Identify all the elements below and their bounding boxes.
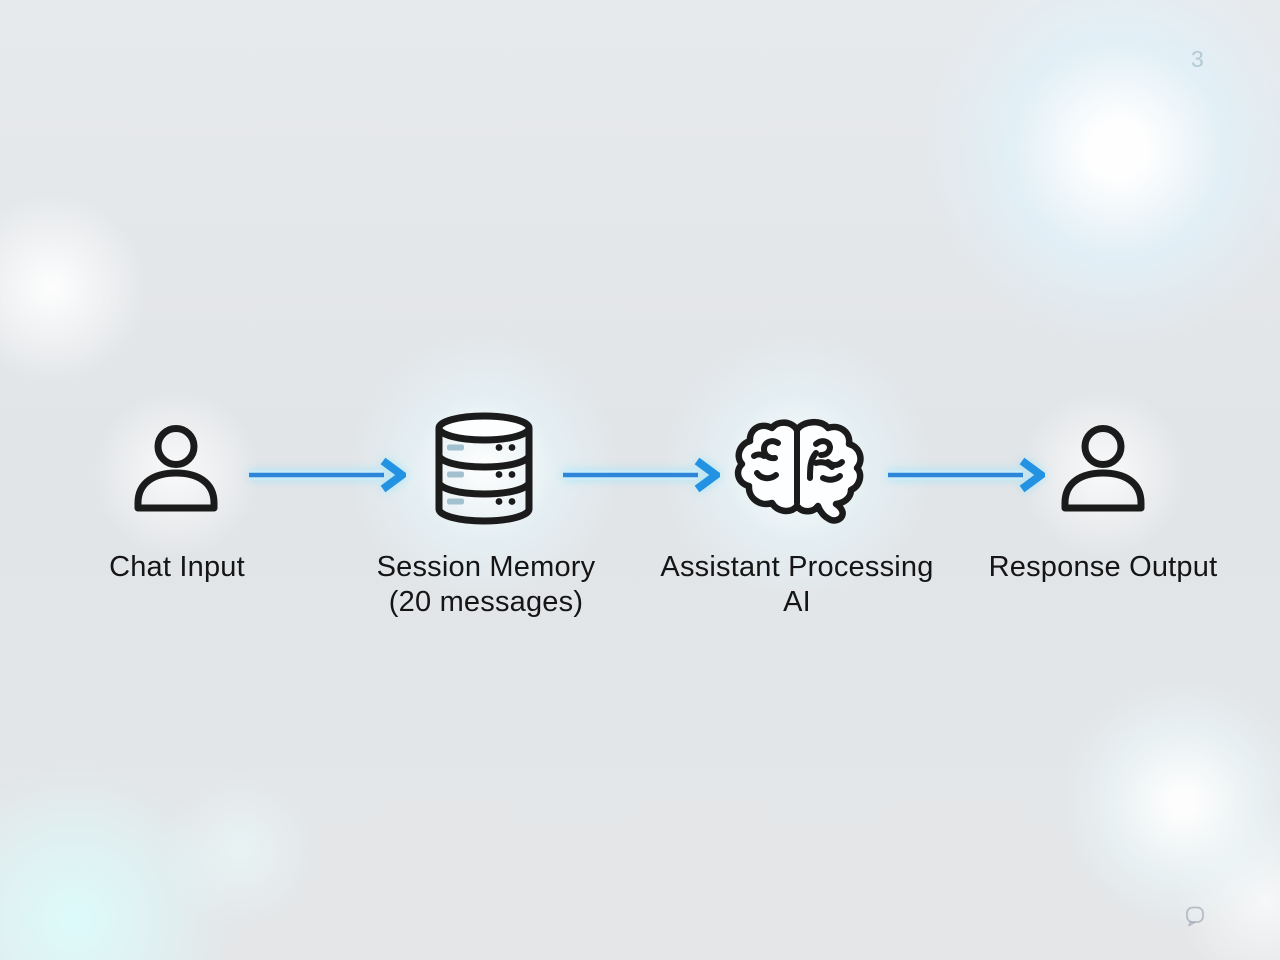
slide-number: 3 — [1191, 46, 1204, 72]
flow-arrow — [249, 457, 406, 493]
node-label-session-memory: Session Memory (20 messages) — [316, 550, 656, 620]
node-label-line1: Chat Input — [109, 551, 245, 583]
node-label-line1: Session Memory — [376, 551, 596, 583]
node-label-line2: AI — [783, 586, 811, 618]
node-label-response-output: Response Output — [933, 550, 1273, 585]
node-label-line2: (20 messages) — [388, 586, 584, 618]
database-icon — [435, 412, 533, 525]
node-label-chat-input: Chat Input — [7, 550, 347, 585]
node-label-line1: Assistant Processing — [660, 551, 934, 583]
speech-bubble-icon — [1186, 906, 1204, 927]
database-dots — [495, 444, 516, 505]
brain-folds — [751, 429, 845, 506]
node-label-line1: Response Output — [988, 551, 1218, 583]
node-label-assistant-processing: Assistant Processing AI — [627, 550, 967, 620]
brain-icon — [734, 419, 864, 524]
flow-arrow — [888, 457, 1045, 493]
database-slot-lights — [447, 444, 464, 505]
user-icon — [1061, 425, 1145, 512]
user-icon — [134, 425, 218, 512]
flow-arrow — [563, 457, 720, 493]
